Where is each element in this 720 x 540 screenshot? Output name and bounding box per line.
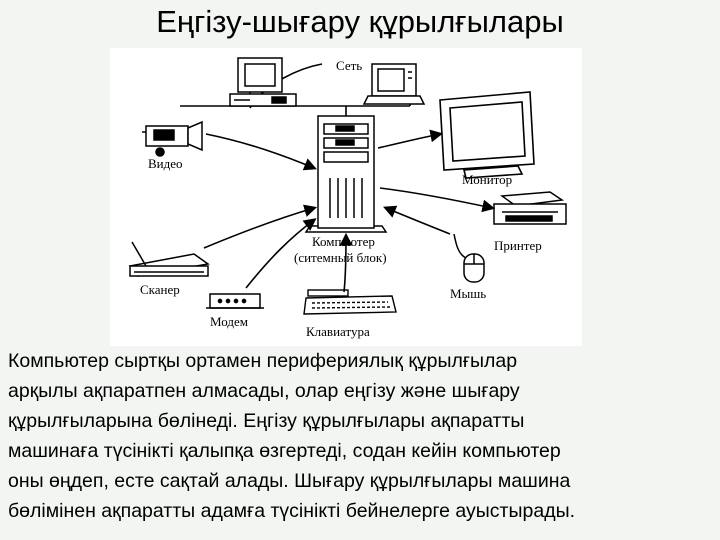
network-label: Сеть: [336, 58, 363, 73]
mouse-label: Мышь: [450, 286, 487, 301]
modem-label: Модем: [210, 314, 248, 329]
slide-title: Еңгізу-шығару құрылғылары: [156, 4, 564, 39]
diagram-arrows: [203, 129, 496, 293]
monitor-icon: [439, 91, 535, 179]
scanner-icon: [128, 241, 210, 277]
video-camera-icon: [142, 120, 203, 157]
system-unit-icon: [304, 115, 388, 233]
printer-icon: [493, 191, 567, 225]
body-paragraph: Компьютер сыртқы ортамен перифериялық құ…: [8, 346, 714, 526]
body-line: құрылғыларына бөлінеді. Еңгізу құрылғыла…: [8, 410, 525, 432]
network-desktop-icon: [229, 57, 297, 107]
mouse-icon: [453, 233, 485, 283]
body-line: машинаға түсінікті қалыпқа өзгертеді, со…: [8, 440, 561, 462]
body-line: Компьютер сыртқы ортамен перифериялық құ…: [8, 350, 518, 372]
video-label: Видео: [148, 156, 183, 171]
monitor-label: Монитор: [462, 172, 513, 187]
network-laptop-icon: [362, 63, 426, 105]
peripheral-devices-diagram: Сеть Видео Монитор Компьютер (ситемный б…: [110, 48, 582, 346]
diagram-drawing: [128, 57, 567, 315]
keyboard-icon: [303, 289, 397, 315]
keyboard-label: Клавиатура: [306, 324, 370, 339]
computer-label: Компьютер: [312, 234, 375, 249]
modem-icon: [206, 293, 264, 309]
printer-label: Принтер: [494, 238, 542, 253]
body-line: арқылы ақпаратпен алмасады, олар еңгізу …: [8, 380, 520, 402]
system-unit-label: (ситемный блок): [294, 250, 387, 265]
scanner-label: Сканер: [140, 282, 180, 297]
body-line: бөлімінен ақпаратты адамға түсінікті бей…: [8, 500, 576, 522]
body-line: оны өңдеп, есте сақтай алады. Шығару құр…: [8, 470, 571, 492]
